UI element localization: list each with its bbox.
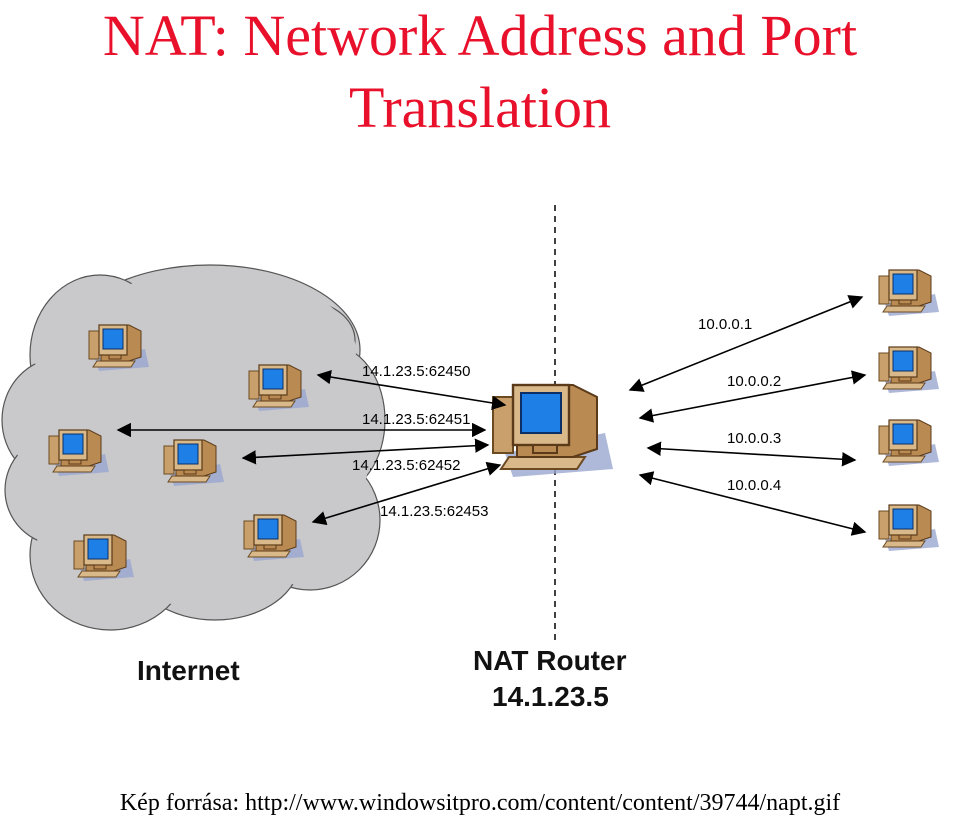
- private-computers: [878, 269, 940, 552]
- public-port-label: 14.1.23.5:62450: [362, 363, 470, 380]
- computer-icon: [88, 324, 150, 372]
- title-line-2: Translation: [348, 75, 612, 140]
- router-icon: [491, 383, 615, 479]
- computer-icon: [878, 504, 940, 552]
- computer-icon: [48, 429, 110, 477]
- computer-icon: [878, 269, 940, 317]
- image-source-caption: Kép forrása: http://www.windowsitpro.com…: [119, 790, 841, 816]
- title-line-1: NAT: Network Address and Port: [102, 3, 858, 68]
- computer-icon: [248, 364, 310, 412]
- private-host-label: 10.0.0.4: [727, 477, 781, 494]
- public-arrow-4: [311, 461, 502, 526]
- router-ip-label: 14.1.23.5: [492, 681, 609, 712]
- private-arrow-2: [638, 370, 867, 423]
- private-host-label: 10.0.0.3: [727, 430, 781, 447]
- computer-icon: [878, 346, 940, 394]
- computer-icon: [73, 534, 135, 582]
- private-host-label: 10.0.0.1: [698, 316, 752, 333]
- internet-label: Internet: [137, 655, 240, 686]
- private-host-label: 10.0.0.2: [727, 373, 781, 390]
- computer-icon: [243, 514, 305, 562]
- public-port-label: 14.1.23.5:62452: [352, 457, 460, 474]
- private-arrow-4: [638, 471, 867, 536]
- private-arrow-3: [646, 441, 857, 467]
- router-name-label: NAT Router: [473, 645, 627, 676]
- public-arrow-3: [241, 438, 490, 465]
- public-port-label: 14.1.23.5:62453: [380, 503, 488, 520]
- public-port-label: 14.1.23.5:62451: [362, 411, 470, 428]
- page-title: NAT: Network Address and Port Translatio…: [0, 0, 960, 144]
- computer-icon: [163, 439, 225, 487]
- computer-icon: [878, 419, 940, 467]
- public-arrow-1: [316, 369, 507, 411]
